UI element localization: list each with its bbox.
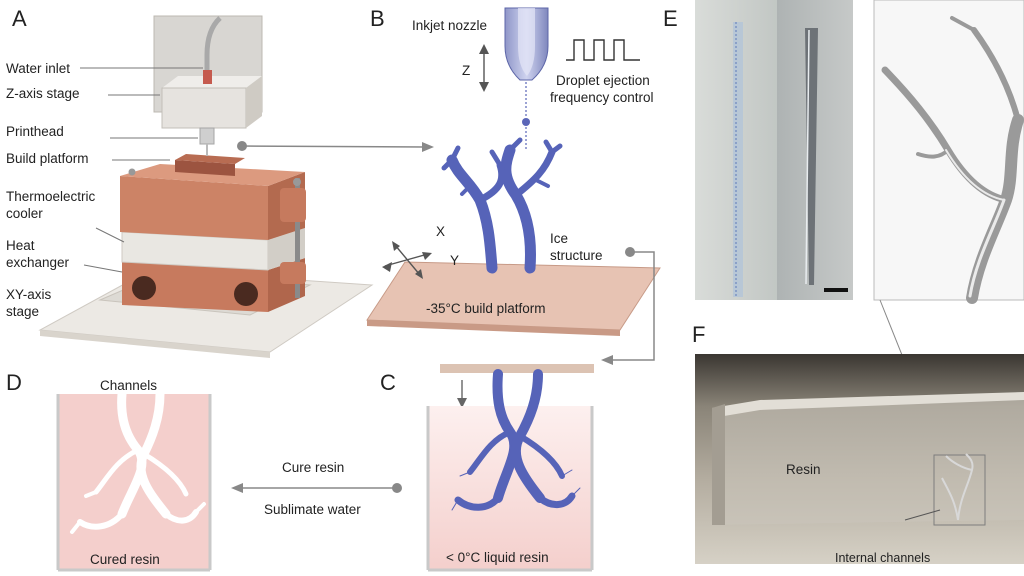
label-ice: Ice — [550, 231, 568, 246]
panel-label-d: D — [6, 370, 22, 395]
xy-axis-arrows — [384, 244, 429, 276]
label-resin: Resin — [786, 462, 821, 477]
label-liquid-resin: < 0°C liquid resin — [446, 550, 549, 565]
label-x: X — [436, 224, 445, 239]
label-z: Z — [462, 63, 470, 78]
panel-label-b: B — [370, 6, 385, 31]
panel-label-e: E — [663, 6, 678, 31]
guide-rod — [295, 178, 300, 298]
label-cured-resin: Cured resin — [90, 552, 160, 567]
heat-exchanger-front — [122, 262, 268, 312]
z-axis-stage — [161, 87, 247, 129]
z-axis-arrow — [479, 44, 489, 92]
label-build-platform-temp: -35°C build platform — [426, 301, 545, 316]
pulse-waveform — [566, 39, 640, 61]
label-exchanger: exchanger — [6, 255, 70, 270]
water-inlet-tube — [204, 16, 222, 78]
label-frequency-control: frequency control — [550, 90, 654, 105]
label-heat: Heat — [6, 238, 35, 253]
printhead — [199, 127, 215, 145]
label-printhead: Printhead — [6, 124, 64, 139]
label-thermoelectric: Thermoelectric — [6, 189, 96, 204]
panel-a: A Water inlet Z-axis stage Printhead Bui… — [6, 6, 374, 358]
label-internal-channels: Internal channels — [835, 551, 930, 565]
panel-a-leaders — [80, 67, 203, 273]
arrow-a-to-b — [237, 141, 434, 152]
label-water-inlet: Water inlet — [6, 61, 70, 76]
copper-block-front — [120, 176, 268, 240]
platform-down-arrow — [457, 380, 467, 408]
arrow-c-to-d — [231, 483, 402, 493]
label-z-axis-stage: Z-axis stage — [6, 86, 80, 101]
zoom-box — [933, 454, 986, 526]
inverted-platform — [440, 364, 594, 373]
copper-block-top — [120, 164, 305, 186]
label-sublimate-water: Sublimate water — [264, 502, 361, 517]
scale-bar — [824, 288, 848, 292]
inverted-ice-structure — [451, 369, 581, 511]
arrow-b-to-c — [601, 247, 655, 365]
panel-c: C < 0°C liquid resin — [380, 364, 594, 572]
label-stage: stage — [6, 304, 39, 319]
heat-exchanger-port-right — [234, 282, 258, 306]
panel-label-f: F — [692, 322, 705, 347]
label-y: Y — [450, 253, 459, 268]
label-droplet-ejection: Droplet ejection — [556, 73, 650, 88]
internal-channels-photo — [941, 453, 974, 521]
panel-f: F Resin Internal channels — [692, 322, 1024, 565]
panel-label-c: C — [380, 370, 396, 395]
panel-e: E — [663, 0, 1024, 304]
label-channels: Channels — [100, 378, 157, 393]
cold-build-platform — [366, 261, 661, 331]
panel-b: B Inkjet nozzle Z Droplet ejection frequ… — [366, 6, 661, 336]
panel-d: D Channels Cured resin — [6, 370, 212, 572]
label-build-platform: Build platform — [6, 151, 89, 166]
label-cooler: cooler — [6, 206, 43, 221]
label-xy-axis: XY-axis — [6, 287, 52, 302]
label-structure: structure — [550, 248, 603, 263]
base-slab-edge — [40, 330, 270, 358]
rod-clamp-top — [280, 188, 306, 222]
label-inkjet-nozzle: Inkjet nozzle — [412, 18, 487, 33]
ice-vascular-structure — [441, 137, 563, 274]
panel-label-a: A — [12, 6, 27, 31]
droplet — [522, 118, 530, 126]
build-platform-plate — [175, 160, 235, 176]
heat-exchanger-port-left — [132, 276, 156, 300]
label-cure-resin: Cure resin — [282, 460, 344, 475]
rod-clamp-bottom — [280, 262, 306, 284]
channels-network — [70, 389, 206, 534]
